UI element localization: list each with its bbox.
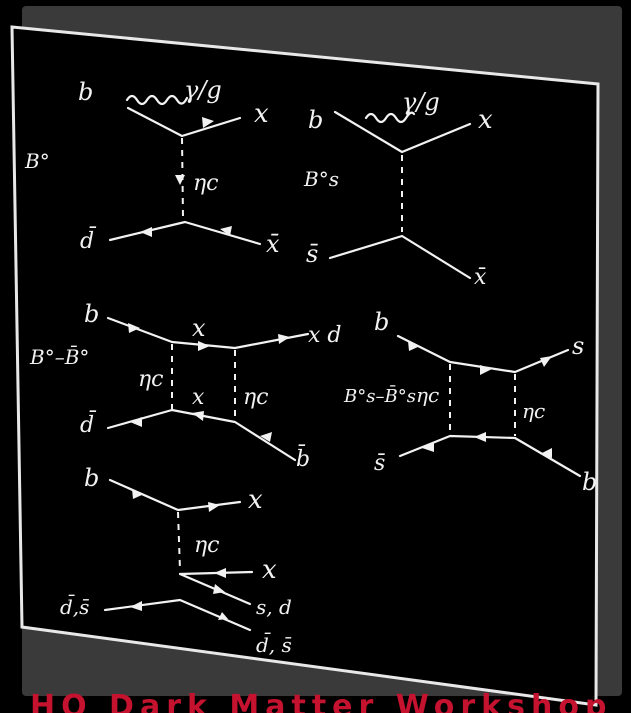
d5-arrow-top-1 <box>132 489 144 499</box>
d2-boson-label: γ/g <box>402 88 440 116</box>
d1-arrow-bottom-left <box>140 227 152 237</box>
diagram-bs-radiative: b γ/g x B°s s̄ x̄ <box>303 88 493 290</box>
diagram-b-annihilation: b x ηc x d̄,s̄ s, d d̄, s̄ <box>60 464 292 657</box>
d3-arrow-bottom-3 <box>260 432 272 442</box>
d5-arrow-bottom-2 <box>218 612 228 620</box>
d4-arrow-top-1 <box>408 341 420 351</box>
d3-arrow-bottom-2 <box>192 411 204 421</box>
d1-meson-label: B° <box>24 149 50 173</box>
d2-xbar-label: x̄ <box>474 265 487 290</box>
d3-x-mid-label: x <box>192 385 205 410</box>
board-frame <box>10 25 600 707</box>
d2-b-label: b <box>308 106 323 134</box>
slide-caption: HQ Dark Matter Workshop <box>30 692 613 713</box>
d5-quark-line-bottom <box>103 598 252 632</box>
d4-b-label: b <box>374 308 389 336</box>
diagram-bs-mixing: b s B°s–B̄°s ηc ηc s̄ b <box>343 308 597 496</box>
d4-arrow-bottom-1 <box>422 442 434 452</box>
d5-arrow-bottom-1 <box>130 601 142 611</box>
d3-arrow-top-3 <box>278 334 290 344</box>
d3-bbar-label: b̄ <box>296 444 310 472</box>
d3-x-right-label: x d <box>308 323 341 348</box>
d3-meson-label: B°–B̄° <box>29 344 89 369</box>
d5-arrow-sd <box>213 584 225 594</box>
d3-arrow-bottom-1 <box>130 417 142 427</box>
d5-sd-label: s, d <box>256 595 292 619</box>
d4-meson-label: B°s–B̄°s <box>343 384 416 407</box>
d3-exchange-left-label: ηc <box>138 367 164 392</box>
d1-b-label: b <box>78 78 93 106</box>
d1-arrow-top <box>202 117 214 128</box>
d2-quark-line-top <box>333 110 472 154</box>
diagram-b0-radiative: B° b γ/g x ηc d̄ x̄ <box>24 76 280 258</box>
d3-arrow-top-1 <box>128 323 140 333</box>
d1-arrow-bottom-right <box>220 226 232 236</box>
d4-arrow-bottom-2 <box>474 432 486 442</box>
d3-arrow-top-2 <box>198 341 210 351</box>
d2-quark-line-bottom <box>328 234 472 280</box>
d2-x-label: x <box>478 105 493 135</box>
d3-dbar-label: d̄ <box>80 410 97 438</box>
d4-arrow-top-3 <box>540 356 552 367</box>
d5-arrow-top-2 <box>208 502 220 512</box>
d2-photon-wiggle <box>364 111 416 124</box>
d4-exchange-right-label: ηc <box>522 399 545 423</box>
d4-arrow-bottom-3 <box>540 448 552 458</box>
d1-xbar-label: x̄ <box>266 230 280 258</box>
d1-exchange-label: ηc <box>193 171 219 196</box>
d2-meson-label: B°s <box>303 167 339 191</box>
diagram-b0-mixing: b x x d B°–B̄° ηc x ηc d̄ b̄ <box>29 300 341 472</box>
d5-dsbar2-label: d̄, s̄ <box>256 632 292 657</box>
d5-dsbar-label: d̄,s̄ <box>60 594 89 619</box>
d1-dbar-label: d̄ <box>80 226 97 254</box>
d1-arrow-exchange <box>175 175 185 185</box>
d3-exchange-right-label: ηc <box>243 385 269 410</box>
d5-exchange-line <box>177 511 181 571</box>
d4-s-label: s <box>572 332 584 360</box>
d5-x-right-label: x <box>262 555 277 585</box>
d4-b-out-label: b <box>582 468 597 496</box>
d5-x-top-label: x <box>248 485 263 515</box>
d4-arrow-top-2 <box>480 365 492 375</box>
d1-boson-label: γ/g <box>184 76 222 104</box>
d1-quark-line-bottom <box>108 220 262 246</box>
d1-photon-wiggle <box>125 94 189 106</box>
d1-quark-line-top <box>126 106 242 138</box>
d4-sbar-label: s̄ <box>374 451 385 476</box>
d5-exchange-label: ηc <box>194 533 220 558</box>
d3-x-top-label: x <box>192 314 206 342</box>
d1-x-label: x <box>254 99 269 129</box>
d5-arrow-x <box>214 568 226 578</box>
d3-b-label: b <box>84 300 99 328</box>
d4-exchange-left-label: ηc <box>416 383 439 407</box>
d5-b-label: b <box>84 464 99 492</box>
d2-sbar-label: s̄ <box>306 240 319 268</box>
